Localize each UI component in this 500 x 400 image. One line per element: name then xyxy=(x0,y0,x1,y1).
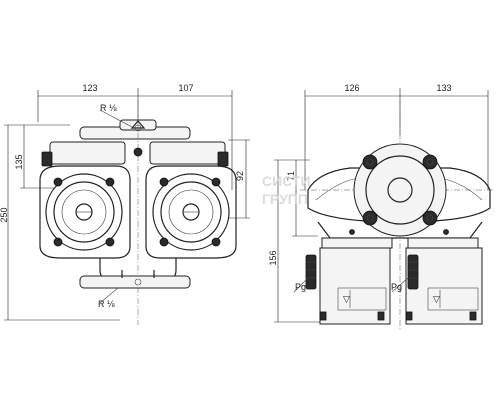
watermark-line-2: ГРУПП xyxy=(262,191,308,207)
front-thread-bottom: R ⅛ xyxy=(98,299,115,309)
watermark: СИСТИ ГРУПП xyxy=(262,173,311,207)
svg-text:▽: ▽ xyxy=(343,294,350,304)
side-dim-height-partial: 71 xyxy=(286,171,296,181)
side-dim-width-left: 126 xyxy=(344,83,359,93)
side-dim-width-right: 133 xyxy=(436,83,451,93)
front-dim-height-total: 250 xyxy=(0,207,9,222)
front-dim-height-upper: 135 xyxy=(14,154,24,169)
front-dim-width-left: 123 xyxy=(82,83,97,93)
side-pg-right: Pg xyxy=(391,282,402,292)
front-dim-right-partial: 92 xyxy=(235,171,245,181)
watermark-line-1: СИСТИ xyxy=(262,173,311,189)
side-pg-left: Pg xyxy=(295,282,306,292)
front-dim-width-right: 107 xyxy=(178,83,193,93)
side-view: 126 133 156 71 xyxy=(268,83,495,330)
front-view: 123 107 250 135 92 R ⅛ R ⅛ xyxy=(0,83,250,325)
front-thread-top: R ⅛ xyxy=(100,103,117,113)
svg-text:▽: ▽ xyxy=(433,294,440,304)
side-dim-height-total: 156 xyxy=(268,250,278,265)
